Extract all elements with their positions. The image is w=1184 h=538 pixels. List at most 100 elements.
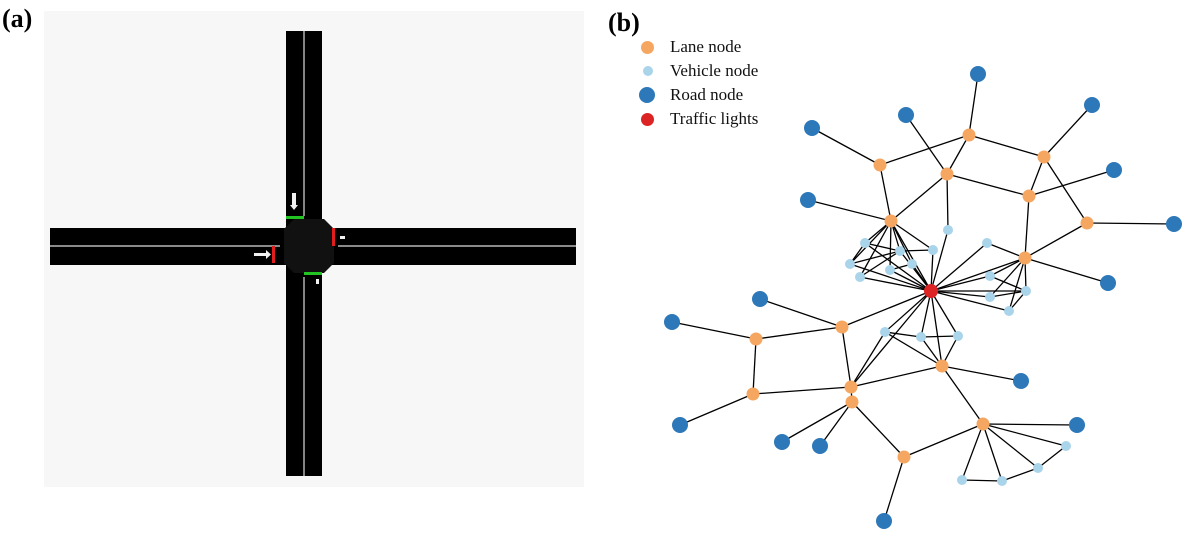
graph-edge [679, 393, 754, 426]
graph-edge [903, 423, 984, 458]
graph-edge [781, 401, 853, 443]
junction-area [284, 219, 334, 273]
traffic-light-node [924, 284, 938, 298]
vehicle-east [340, 236, 345, 239]
vehicle-north [290, 193, 298, 210]
graph-edge [671, 321, 757, 340]
graph-edge [890, 173, 948, 222]
graph-edge [752, 386, 852, 395]
lane-node-swatch [641, 40, 654, 54]
vehicle-node [885, 265, 895, 275]
road-node [800, 192, 816, 208]
graph-edge [941, 365, 1022, 382]
graph-edge [807, 199, 892, 222]
graph-edge [946, 173, 1030, 197]
road-node [672, 417, 688, 433]
signal-south-green [304, 272, 322, 275]
graph-edge [879, 164, 892, 222]
panel-b-label: (b) [608, 8, 640, 37]
graph-edge [920, 335, 959, 338]
graph-edge [752, 338, 757, 395]
legend-item-vehicle: Vehicle node [636, 59, 758, 83]
graph-edge [1043, 156, 1088, 224]
vehicle-node [997, 476, 1007, 486]
graph-edge [986, 242, 1026, 259]
graph-edge [859, 250, 901, 278]
graph-edge [905, 114, 948, 175]
traffic-graph [600, 0, 1184, 538]
vehicle-node [880, 327, 890, 337]
graph-edge [755, 326, 843, 340]
graph-edge [989, 290, 1027, 298]
graph-nodes [664, 66, 1182, 529]
vehicle-node [928, 245, 938, 255]
legend: Lane node Vehicle node Road node Traffic… [636, 35, 758, 131]
road-node [1106, 162, 1122, 178]
graph-edge [930, 242, 988, 292]
graph-edge [946, 173, 949, 231]
vehicle-node [1033, 463, 1043, 473]
graph-edge [941, 365, 984, 425]
legend-item-lane: Lane node [636, 35, 758, 59]
legend-label-lane: Lane node [670, 37, 742, 56]
graph-edge [1024, 222, 1088, 259]
vehicle-node [1061, 441, 1071, 451]
graph-edge [946, 134, 970, 175]
road-node [1013, 373, 1029, 389]
traffic-light-swatch [641, 112, 654, 126]
graph-edge [849, 220, 892, 265]
graph-edge [850, 365, 943, 388]
vehicle-node [907, 259, 917, 269]
graph-edge [884, 331, 922, 338]
graph-edge [982, 423, 1078, 426]
graph-edge [930, 290, 1010, 312]
legend-item-light: Traffic lights [636, 107, 758, 131]
signal-east-red [332, 228, 335, 246]
graph-edge [890, 220, 934, 251]
road-node [1069, 417, 1085, 433]
graph-edge [890, 220, 913, 265]
road-node [1166, 216, 1182, 232]
graph-edge [883, 456, 905, 522]
vehicle-node [985, 271, 995, 281]
vehicle-node [895, 246, 905, 256]
graph-edges [671, 73, 1175, 522]
lane-node [835, 320, 849, 334]
graph-edge [849, 263, 932, 292]
signal-north-green [286, 216, 304, 219]
graph-edge [850, 290, 932, 388]
road-node [970, 66, 986, 82]
road-node [1100, 275, 1116, 291]
legend-item-road: Road node [636, 83, 758, 107]
lane-node [1080, 216, 1094, 230]
vehicle-node [1021, 286, 1031, 296]
vehicle-node [982, 238, 992, 248]
graph-edge [1024, 195, 1030, 259]
vehicle-node [957, 475, 967, 485]
road-node [876, 513, 892, 529]
graph-edge [899, 249, 934, 252]
lane-node [1022, 189, 1036, 203]
vehicle-node [916, 332, 926, 342]
graph-edge [1008, 257, 1026, 312]
lane-node [935, 359, 949, 373]
graph-edge [851, 401, 905, 458]
intersection-simulation [44, 11, 584, 487]
lane-node [940, 167, 954, 181]
graph-edge [811, 127, 881, 166]
graph-edge [864, 242, 932, 292]
legend-label-road: Road node [670, 85, 744, 104]
graph-edge [920, 290, 932, 338]
vehicle-node [953, 331, 963, 341]
graph-edge [864, 242, 901, 252]
legend-label-vehicle: Vehicle node [670, 61, 759, 80]
road-node [752, 291, 768, 307]
graph-edge [968, 73, 979, 136]
graph-edge [890, 220, 932, 292]
graph-edge [930, 275, 991, 292]
road-node [898, 107, 914, 123]
graph-edge [968, 134, 1045, 158]
graph-edge [884, 290, 932, 333]
graph-edge [930, 229, 949, 292]
graph-edge [841, 326, 852, 388]
